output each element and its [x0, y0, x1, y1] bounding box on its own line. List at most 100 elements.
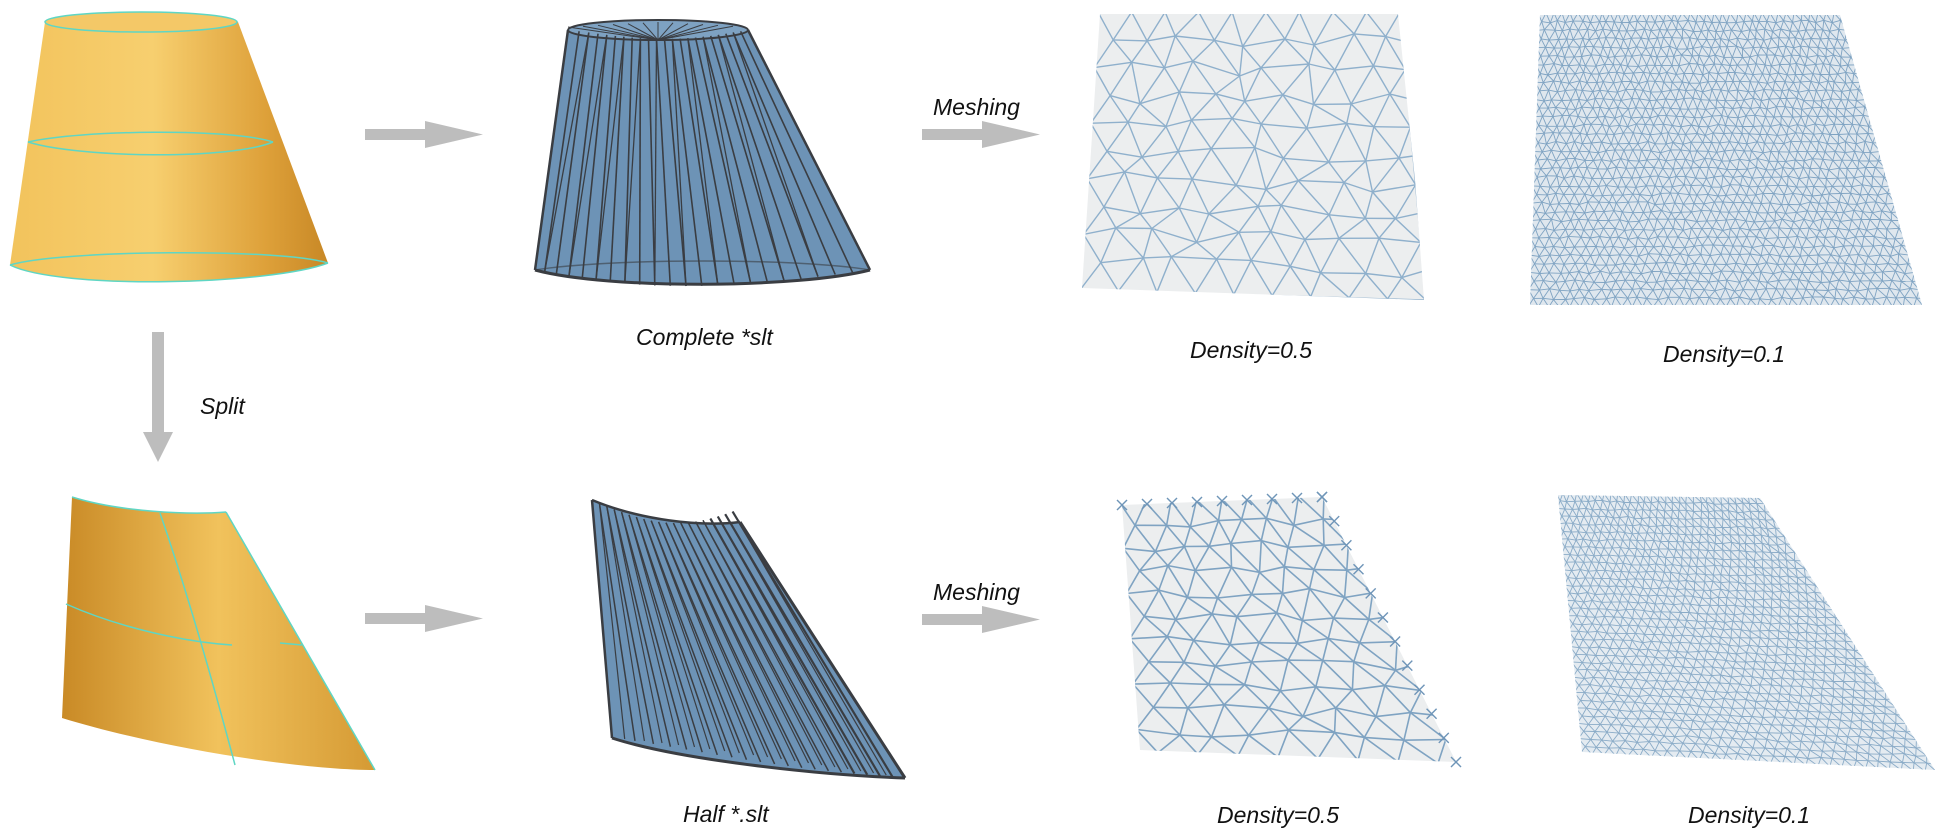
mesh-edge	[1850, 193, 1858, 205]
mesh-edge	[1575, 99, 1580, 110]
mesh-edge	[1736, 159, 1740, 170]
mesh-edge	[1684, 211, 1692, 220]
mesh-edge	[1719, 22, 1724, 32]
mesh-edge	[1620, 64, 1625, 74]
mesh-edge	[1802, 74, 1812, 82]
mesh-edge	[1806, 237, 1815, 248]
mesh-edge	[1807, 115, 1816, 125]
mesh-edge	[1580, 246, 1587, 256]
mesh-edge	[1584, 297, 1591, 305]
mesh-edge	[1583, 228, 1594, 231]
mesh-edge	[1708, 123, 1719, 128]
mesh-edge	[1729, 15, 1737, 23]
mesh-edge	[1736, 100, 1742, 108]
mesh-edge	[1371, 157, 1400, 193]
mesh-edge	[1547, 72, 1558, 76]
mesh-edge	[1699, 167, 1707, 179]
mesh-edge	[1868, 160, 1876, 168]
mesh-edge	[1679, 273, 1687, 281]
mesh-edge	[1726, 279, 1735, 292]
mesh-edge	[1808, 255, 1818, 265]
mesh-edge	[1533, 298, 1539, 305]
mesh-edge	[1615, 280, 1621, 290]
mesh-edge	[1665, 160, 1674, 170]
mesh-edge	[1859, 124, 1869, 134]
mesh-edge	[1530, 298, 1534, 305]
mesh-edge	[1755, 54, 1759, 64]
mesh-edge	[1609, 237, 1614, 247]
mesh-edge	[1757, 177, 1764, 187]
mesh-edge	[1762, 245, 1770, 255]
mesh-edge	[1723, 244, 1733, 247]
mesh-edge	[1835, 228, 1839, 237]
mesh-edge	[1793, 81, 1801, 84]
mesh-edge	[1817, 115, 1829, 118]
mesh-edge	[1237, 755, 1279, 759]
mesh-edge	[620, 512, 688, 750]
mesh-edge	[1384, 36, 1406, 70]
mesh-edge	[1808, 168, 1811, 177]
mesh-edge	[1899, 281, 1902, 291]
mesh-edge	[1650, 150, 1661, 154]
mesh-edge	[1087, 171, 1125, 180]
mesh-edge	[1409, 690, 1423, 713]
mesh-edge	[1683, 116, 1695, 119]
mesh-edge	[1689, 37, 1694, 49]
mesh-edge	[1559, 289, 1571, 292]
mesh-edge	[1646, 21, 1652, 31]
mesh-edge	[1620, 89, 1627, 101]
mesh-edge	[1810, 141, 1818, 152]
mesh-edge	[1587, 219, 1594, 230]
mesh-edge	[1698, 297, 1706, 305]
mesh-edge	[1593, 229, 1601, 237]
mesh-edge	[1258, 641, 1289, 661]
mesh-edge	[1621, 108, 1629, 116]
mesh-edge	[1632, 123, 1637, 134]
mesh-edge	[1721, 186, 1727, 196]
mesh-edge	[1843, 203, 1849, 213]
mesh-edge	[1798, 167, 1804, 179]
mesh-edge	[1680, 124, 1692, 128]
mesh-edge	[1629, 20, 1638, 23]
mesh-edge	[1852, 236, 1856, 246]
mesh-edge	[1251, 592, 1283, 596]
mesh-edge	[1840, 193, 1849, 205]
mesh-edge	[1593, 201, 1600, 212]
mesh-edge	[1607, 509, 1614, 519]
mesh-edge	[1638, 212, 1644, 222]
mesh-edge	[1627, 509, 1635, 519]
mesh-edge	[1756, 28, 1765, 31]
mesh-edge	[1640, 288, 1647, 299]
mesh-edge	[1536, 168, 1542, 178]
mesh-edge	[1619, 509, 1623, 518]
mesh-edge	[1562, 30, 1568, 40]
mesh-edge	[655, 38, 672, 286]
mesh-edge	[1801, 100, 1805, 110]
mesh-edge	[1734, 211, 1739, 220]
mesh-edge	[1755, 38, 1762, 48]
mesh-edge	[1723, 46, 1728, 58]
mesh-edge	[1551, 99, 1562, 101]
mesh-edge	[1866, 229, 1875, 237]
mesh-edge	[1651, 195, 1656, 205]
mesh-edge	[1627, 149, 1634, 161]
mesh-edge	[1789, 64, 1796, 75]
mesh-edge	[1541, 21, 1551, 24]
mesh-edge	[1684, 184, 1691, 187]
mesh-edge	[1728, 510, 1737, 521]
mesh-edge	[1599, 270, 1606, 283]
mesh-edge	[1544, 99, 1552, 102]
mesh-edge	[1773, 106, 1777, 118]
mesh-edge	[1662, 280, 1667, 290]
mesh-edge	[1606, 185, 1619, 188]
mesh-edge	[1609, 501, 1616, 511]
mesh-edge	[1565, 279, 1575, 282]
mesh-edge	[1858, 160, 1867, 168]
mesh-edge	[1843, 245, 1850, 256]
mesh-edge	[1282, 157, 1299, 181]
mesh-edge	[1761, 15, 1768, 22]
mesh-edge	[1683, 73, 1690, 84]
mesh-edge	[1139, 177, 1159, 215]
mesh-edge	[1183, 546, 1196, 571]
mesh-edge	[1328, 160, 1366, 163]
